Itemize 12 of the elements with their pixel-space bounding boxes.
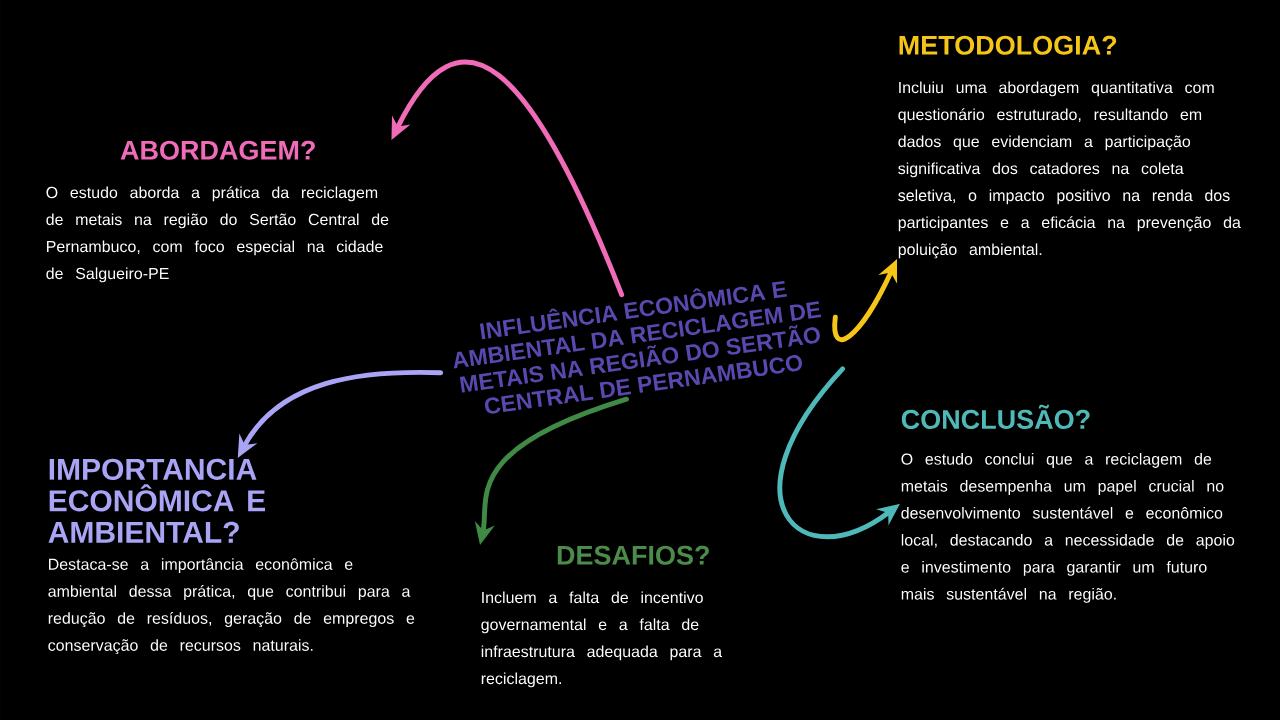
heading: ABORDAGEM?: [120, 140, 315, 160]
body-text: Destaca-se a importância econômica e ambiental dessa prática, que contribui para a redução de resíduos, geração de empregos e conservação de recursos naturais.: [48, 558, 415, 655]
heading: METODOLOGIA?: [899, 35, 1117, 55]
heading: CONCLUSÃO?: [901, 404, 1090, 429]
title-text: INFLUÊNCIA ECONÔMICA E AMBIENTAL DA RECICLAGEM DE METAIS NA REGIÃO DO SERTÃO CENTRAL DE PERNAMBUCO: [453, 280, 822, 414]
body-text: O estudo conclui que a reciclagem de metais desempenha um papel crucial no desenvolvimento sustentável e econômico local, destacando a necessidade de apoio e investimento para garantir um futuro mais sustentável na região.: [901, 453, 1235, 603]
body-text: Incluiu uma abordagem quantitativa com questionário estruturado, resultando em dados que evidenciam a participação significativa dos catadores na coleta seletiva, o impacto positivo na renda dos participantes e a eficácia na prevenção da poluição ambiental.: [898, 81, 1241, 259]
body-text: Incluem a falta de incentivo governamental e a falta de infraestrutura adequada para a reciclagem.: [481, 591, 723, 688]
curved-arrow: [391, 59, 625, 298]
body-text: O estudo aborda a prática da reciclagem de metais na região do Sertão Central de Pernambuco, com foco especial na cidade de Salgueiro-PE: [46, 186, 389, 283]
heading: DESAFIOS?: [557, 545, 709, 565]
heading: IMPORTANCIA ECONÔMICA E AMBIENTAL?: [48, 458, 265, 543]
